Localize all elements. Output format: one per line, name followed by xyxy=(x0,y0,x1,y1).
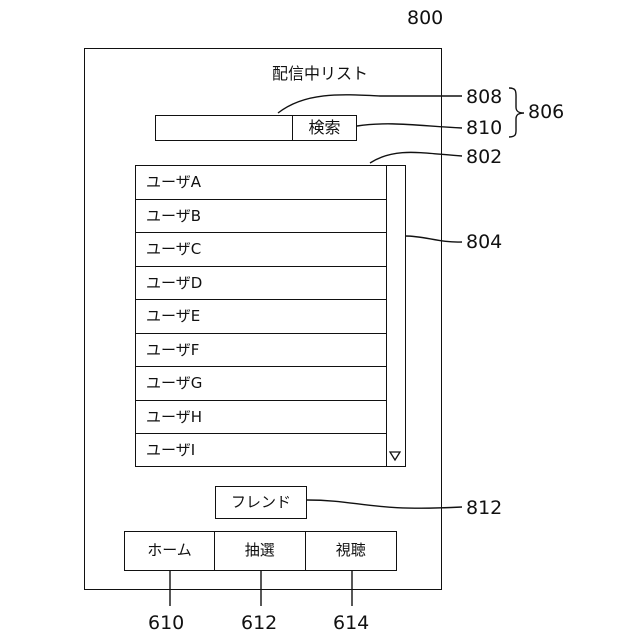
list-item[interactable]: ユーザI xyxy=(136,434,386,468)
brace-806 xyxy=(509,88,524,137)
friend-button[interactable]: フレンド xyxy=(215,486,307,519)
list-item[interactable]: ユーザG xyxy=(136,367,386,401)
ref-614: 614 xyxy=(333,612,369,634)
ref-610: 610 xyxy=(148,612,184,634)
page-title: 配信中リスト xyxy=(0,62,640,86)
list-item[interactable]: ユーザC xyxy=(136,233,386,267)
ref-612: 612 xyxy=(241,612,277,634)
tab-watch[interactable]: 視聴 xyxy=(305,531,398,571)
scrollbar[interactable] xyxy=(386,166,404,466)
list-item[interactable]: ユーザH xyxy=(136,401,386,435)
list-body: ユーザA ユーザB ユーザC ユーザD ユーザE ユーザF ユーザG ユーザH … xyxy=(136,166,386,466)
ref-804: 804 xyxy=(466,231,502,253)
ref-806: 806 xyxy=(528,101,564,123)
bottom-tab-bar: ホーム 抽選 視聴 xyxy=(124,531,397,571)
ref-802: 802 xyxy=(466,146,502,168)
ref-812: 812 xyxy=(466,497,502,519)
tab-home[interactable]: ホーム xyxy=(124,531,215,571)
list-item[interactable]: ユーザB xyxy=(136,200,386,234)
figure-number: 800 xyxy=(407,7,443,29)
tab-lottery[interactable]: 抽選 xyxy=(214,531,307,571)
list-item[interactable]: ユーザD xyxy=(136,267,386,301)
list-item[interactable]: ユーザF xyxy=(136,334,386,368)
search-input[interactable] xyxy=(155,115,294,141)
ref-810: 810 xyxy=(466,117,502,139)
list-item[interactable]: ユーザA xyxy=(136,166,386,200)
broadcast-user-list[interactable]: ユーザA ユーザB ユーザC ユーザD ユーザE ユーザF ユーザG ユーザH … xyxy=(135,165,406,467)
triangle-down-icon[interactable] xyxy=(389,450,401,462)
list-item[interactable]: ユーザE xyxy=(136,300,386,334)
ref-808: 808 xyxy=(466,86,502,108)
search-button[interactable]: 検索 xyxy=(292,115,357,141)
